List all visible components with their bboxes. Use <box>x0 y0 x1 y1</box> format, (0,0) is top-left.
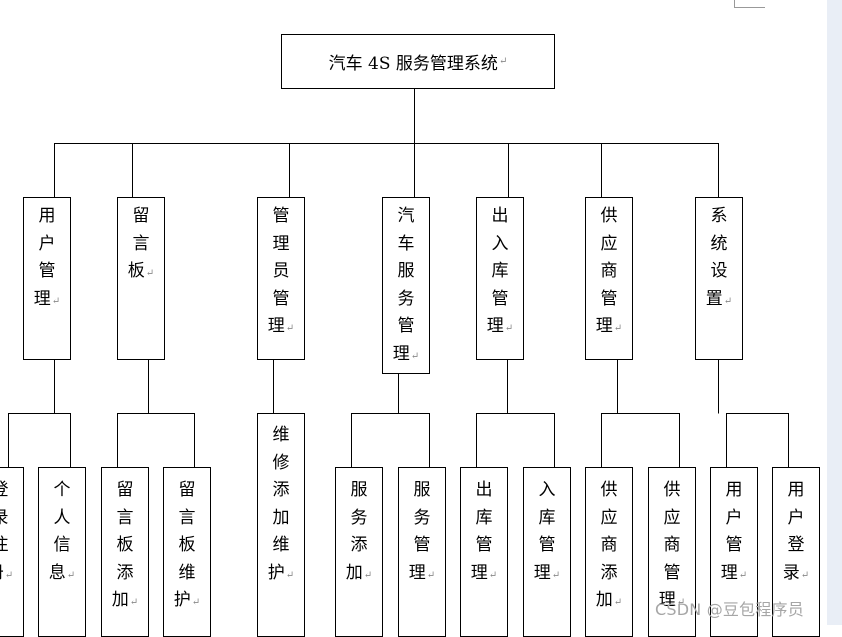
function-node-message-maintain: 留言板维护↵ <box>163 467 211 637</box>
paragraph-mark-icon: ↵ <box>498 56 508 67</box>
paragraph-mark-icon: ↵ <box>613 597 623 608</box>
function-node-service-add: 服务添加↵ <box>335 467 383 637</box>
root-label: 汽车 4S 服务管理系统 <box>328 54 498 74</box>
paragraph-mark-icon: ↵ <box>129 597 139 608</box>
function-node-user-login: 用户登录↵ <box>772 467 820 637</box>
paragraph-mark-icon: ↵ <box>723 295 733 307</box>
function-node-personal-info: 个人信息↵ <box>38 467 86 637</box>
module-node-message-board: 留言板↵ <box>117 197 165 360</box>
module-node-car-service-management: 汽车服务管理↵ <box>382 197 430 374</box>
paragraph-mark-icon: ↵ <box>410 350 420 362</box>
function-label: 服务管理 <box>408 480 431 583</box>
paragraph-mark-icon: ↵ <box>51 295 61 307</box>
function-label: 用户登录 <box>782 480 805 583</box>
function-node-supplier-management: 供应商管理↵ <box>648 467 696 637</box>
paragraph-mark-icon: ↵ <box>426 569 436 581</box>
function-node-user-management: 用户管理↵ <box>710 467 758 637</box>
function-node-inbound-management: 入库管理↵ <box>523 467 571 637</box>
module-node-admin-management: 管理员管理↵ <box>257 197 305 360</box>
module-node-supplier-management: 供应商管理↵ <box>585 197 633 360</box>
module-label: 汽车服务管理 <box>392 206 415 364</box>
paragraph-mark-icon: ↵ <box>504 323 514 334</box>
page-corner-mark <box>734 0 765 8</box>
function-node-message-add: 留言板添加↵ <box>101 467 149 637</box>
paragraph-mark-icon: ↵ <box>488 569 498 581</box>
function-node-login-register: 登录注册↵ <box>0 467 24 637</box>
function-label: 登录注册 <box>0 480 9 583</box>
root-node: 汽车 4S 服务管理系统↵ <box>281 34 555 89</box>
function-label: 出库管理 <box>470 480 493 583</box>
function-node-supplier-add: 供应商添加↵ <box>585 467 633 637</box>
paragraph-mark-icon: ↵ <box>551 569 561 581</box>
module-label: 供应商管理 <box>595 206 618 336</box>
function-node-repair-add-maintain: 维修添加维护↵ <box>257 413 305 637</box>
paragraph-mark-icon: ↵ <box>363 569 373 581</box>
function-node-outbound-management: 出库管理↵ <box>460 467 508 637</box>
paragraph-mark-icon: ↵ <box>613 323 623 334</box>
module-label: 管理员管理 <box>267 206 290 336</box>
paragraph-mark-icon: ↵ <box>191 597 201 608</box>
watermark-text: CSDN @豆包程序员 <box>655 600 804 619</box>
function-label: 留言板维护 <box>173 480 196 610</box>
paragraph-mark-icon: ↵ <box>285 569 295 581</box>
module-node-system-settings: 系统设置↵ <box>695 197 743 360</box>
function-label: 维修添加维护 <box>267 425 290 583</box>
function-node-service-management: 服务管理↵ <box>398 467 446 637</box>
paragraph-mark-icon: ↵ <box>676 597 686 608</box>
module-label: 出入库管理 <box>486 206 509 336</box>
window-edge-strip <box>827 0 842 625</box>
module-label: 留言板 <box>127 206 150 281</box>
function-label: 个人信息 <box>48 480 71 583</box>
function-label: 供应商管理 <box>658 480 681 610</box>
module-node-user-management: 用户管理↵ <box>23 197 71 360</box>
paragraph-mark-icon: ↵ <box>145 268 155 279</box>
module-label: 系统设置 <box>705 206 728 309</box>
paragraph-mark-icon: ↵ <box>738 569 748 581</box>
paragraph-mark-icon: ↵ <box>800 569 810 581</box>
module-label: 用户管理 <box>33 206 56 309</box>
function-label: 用户管理 <box>720 480 743 583</box>
paragraph-mark-icon: ↵ <box>285 323 295 334</box>
function-label: 留言板添加 <box>111 480 134 610</box>
function-label: 服务添加 <box>345 480 368 583</box>
paragraph-mark-icon: ↵ <box>66 569 76 581</box>
function-label: 供应商添加 <box>595 480 618 610</box>
module-node-inventory-management: 出入库管理↵ <box>476 197 524 360</box>
function-label: 入库管理 <box>533 480 556 583</box>
paragraph-mark-icon: ↵ <box>4 569 14 581</box>
